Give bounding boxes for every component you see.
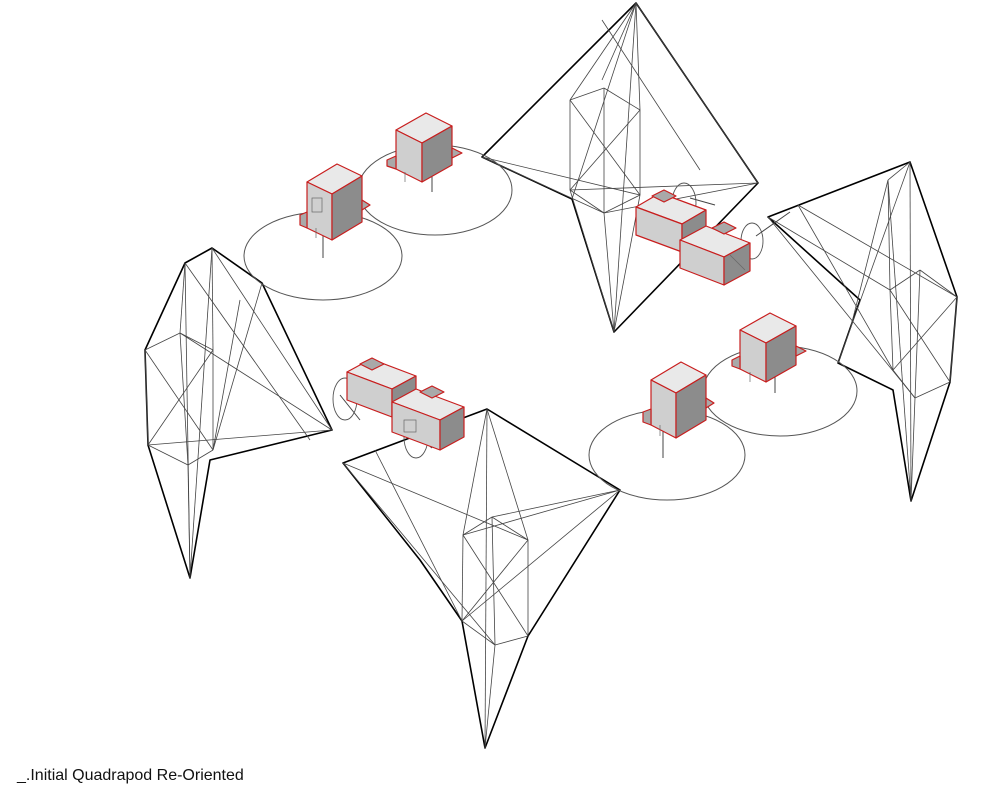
figure-caption: _.Initial Quadrapod Re-Oriented [17, 767, 244, 784]
servo-pair-bottom-left [332, 357, 465, 459]
servo-motor [386, 112, 463, 183]
servo-pair-top-right [635, 182, 791, 286]
servo-motor [731, 312, 807, 383]
servo-pair-bottom-right [588, 312, 858, 501]
servo-pair-top-left [243, 112, 513, 301]
leg-front-bottom [342, 408, 621, 749]
leg-front-right [481, 2, 759, 333]
leg-right [767, 161, 958, 502]
servo-motor [299, 163, 371, 241]
servo-motor [391, 385, 465, 451]
servo-motor [679, 221, 751, 286]
servo-motor [642, 361, 715, 439]
leg-left [144, 247, 333, 579]
